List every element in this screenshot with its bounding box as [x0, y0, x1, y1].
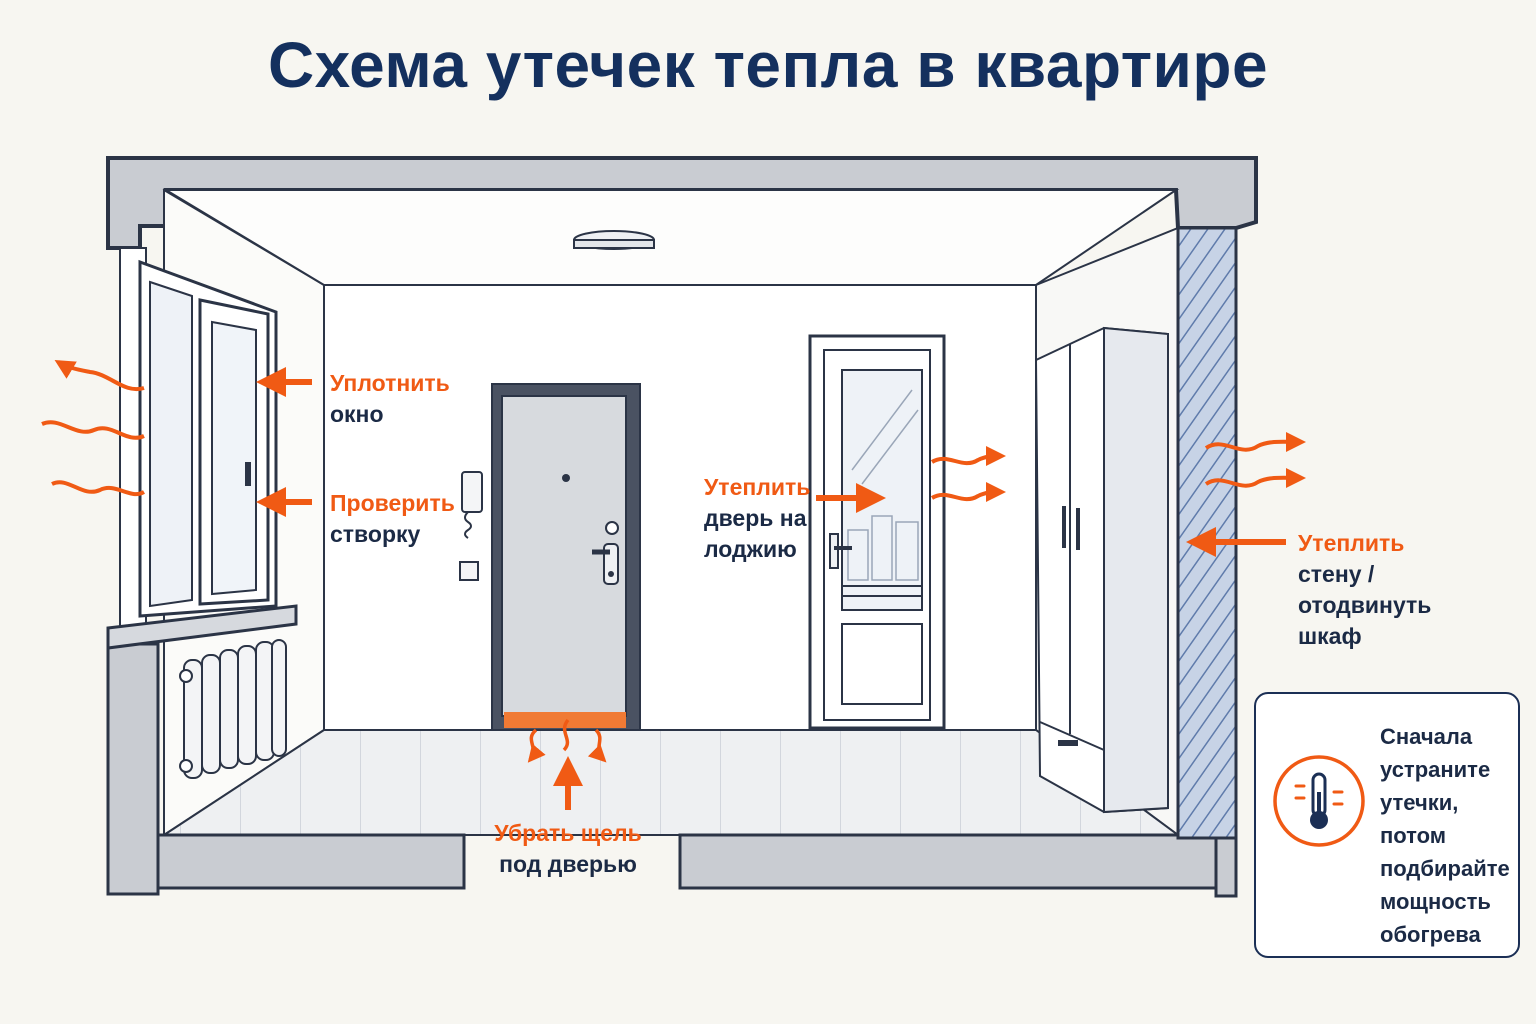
window-leak-arrow-top [54, 359, 145, 392]
tip-line-3: утечки, [1380, 790, 1459, 815]
label-insulate-wall-line3: отодвинуть [1298, 592, 1432, 618]
window-leak-wave-mid [41, 420, 145, 440]
label-seal-window-title: Уплотнить [330, 370, 450, 396]
window-leak-wave-low [51, 480, 145, 496]
wardrobe [1034, 326, 1169, 814]
right-wall-section [1176, 226, 1238, 898]
label-door-gap-title: Убрать щель [494, 820, 642, 846]
tip-text: Сначала устраните утечки, потом подбирай… [1380, 720, 1520, 951]
intercom [461, 471, 483, 539]
label-check-sash: Проверить створку [330, 488, 455, 550]
tip-line-6: мощность [1380, 889, 1491, 914]
floor-slab [138, 833, 1238, 890]
floor [160, 729, 1182, 836]
label-insulate-loggia-title: Утеплить [704, 474, 811, 500]
tip-line-5: подбирайте [1380, 856, 1510, 881]
label-check-sash-title: Проверить [330, 490, 455, 516]
door-gap-leak-arrows [527, 718, 607, 763]
label-door-gap-detail: под дверью [499, 851, 637, 877]
label-insulate-wall-title: Утеплить [1298, 530, 1405, 556]
ceiling-surface [162, 189, 1180, 286]
thermometer-icon [1273, 755, 1365, 847]
label-insulate-wall-line2: стену / [1298, 561, 1375, 587]
label-seal-window: Уплотнить окно [330, 368, 450, 430]
front-door [491, 383, 641, 731]
label-insulate-loggia-line3: лоджию [704, 536, 797, 562]
label-door-gap: Убрать щель под дверью [470, 818, 666, 880]
light-switch [459, 561, 479, 581]
wall-leak-arrows [1204, 431, 1306, 488]
tip-line-2: устраните [1380, 757, 1491, 782]
label-seal-window-detail: окно [330, 401, 384, 427]
label-insulate-wall-line4: шкаф [1298, 623, 1362, 649]
label-insulate-loggia: Утеплить дверь на лоджию [704, 472, 810, 565]
loggia-leak-arrows [930, 446, 1006, 503]
label-insulate-wall: Утеплить стену / отодвинуть шкаф [1298, 528, 1431, 652]
tip-line-1: Сначала [1380, 724, 1473, 749]
label-check-sash-detail: створку [330, 521, 421, 547]
loggia-door [808, 334, 946, 730]
tip-line-4: потом [1380, 823, 1447, 848]
tip-line-7: обогрева [1380, 922, 1481, 947]
tip-card: Сначала устраните утечки, потом подбирай… [1254, 692, 1520, 958]
label-insulate-loggia-line2: дверь на [704, 505, 807, 531]
window [106, 259, 298, 650]
radiator [179, 639, 287, 779]
ceiling-lamp [573, 230, 655, 250]
page-title: Схема утечек тепла в квартире [267, 29, 1269, 101]
